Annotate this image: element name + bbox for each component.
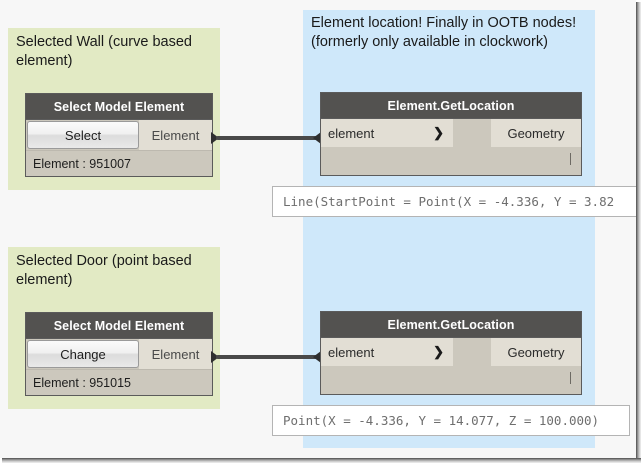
node-title: Element.GetLocation <box>321 312 581 338</box>
node-port-row: element ❯ Geometry <box>321 338 581 366</box>
preview-toggle-icon[interactable] <box>570 153 571 165</box>
change-button[interactable]: Change <box>27 340 139 368</box>
connector-wire-door[interactable] <box>216 355 320 359</box>
window-shadow-bottom <box>2 458 641 463</box>
node-port-row: element ❯ Geometry <box>321 119 581 147</box>
input-port-label: element <box>328 125 375 141</box>
node-body: element ❯ Geometry <box>321 119 581 175</box>
chevron-right-icon[interactable]: ❯ <box>433 125 444 140</box>
chevron-right-icon[interactable]: ❯ <box>433 344 444 359</box>
input-port-label: element <box>328 344 375 360</box>
node-status-text: Element : 951007 <box>26 150 212 176</box>
output-port-element[interactable]: Element <box>139 339 212 369</box>
node-footer <box>321 366 581 394</box>
group-wall-note: Selected Wall (curve based element) <box>16 34 192 69</box>
output-port-label: Geometry <box>507 125 565 141</box>
input-port-element[interactable]: element ❯ <box>321 119 453 147</box>
input-port-marker-getlocation-bottom <box>313 351 321 363</box>
preview-text: Point(X = -4.336, Y = 14.077, Z = 100.00… <box>283 413 600 428</box>
node-element-getlocation-bottom[interactable]: Element.GetLocation element ❯ Geometry <box>320 311 582 395</box>
node-title: Select Model Element <box>26 94 212 120</box>
output-port-geometry[interactable]: Geometry <box>491 119 581 147</box>
output-port-label: Geometry <box>507 344 565 360</box>
node-port-row: Select Element <box>26 120 212 150</box>
output-port-element[interactable]: Element <box>139 120 212 150</box>
port-spacer <box>453 119 491 147</box>
input-port-marker-getlocation-top <box>313 132 321 144</box>
node-title: Element.GetLocation <box>321 93 581 119</box>
node-footer <box>321 147 581 175</box>
node-select-model-element-door[interactable]: Select Model Element Change Element Elem… <box>25 312 213 396</box>
node-select-model-element-wall[interactable]: Select Model Element Select Element Elem… <box>25 93 213 177</box>
group-blue-note: Element location! Finally in OOTB nodes!… <box>311 15 577 50</box>
preview-toggle-icon[interactable] <box>570 372 571 384</box>
window-shadow-right <box>636 2 641 459</box>
preview-bubble-line: Line(StartPoint = Point(X = -4.336, Y = … <box>272 186 636 217</box>
input-port-element[interactable]: element ❯ <box>321 338 453 366</box>
node-status-text: Element : 951015 <box>26 369 212 395</box>
group-door-note: Selected Door (point based element) <box>16 253 192 288</box>
node-title: Select Model Element <box>26 313 212 339</box>
node-body: element ❯ Geometry <box>321 338 581 394</box>
dynamo-canvas[interactable]: Selected Wall (curve based element) Sele… <box>0 0 636 458</box>
select-button[interactable]: Select <box>27 121 139 149</box>
preview-bubble-point: Point(X = -4.336, Y = 14.077, Z = 100.00… <box>272 405 630 436</box>
node-port-row: Change Element <box>26 339 212 369</box>
output-port-marker-door <box>211 351 219 363</box>
node-element-getlocation-top[interactable]: Element.GetLocation element ❯ Geometry <box>320 92 582 176</box>
output-port-geometry[interactable]: Geometry <box>491 338 581 366</box>
port-spacer <box>453 338 491 366</box>
output-port-marker-wall <box>211 132 219 144</box>
preview-text: Line(StartPoint = Point(X = -4.336, Y = … <box>283 194 615 209</box>
connector-wire-wall[interactable] <box>216 136 320 140</box>
